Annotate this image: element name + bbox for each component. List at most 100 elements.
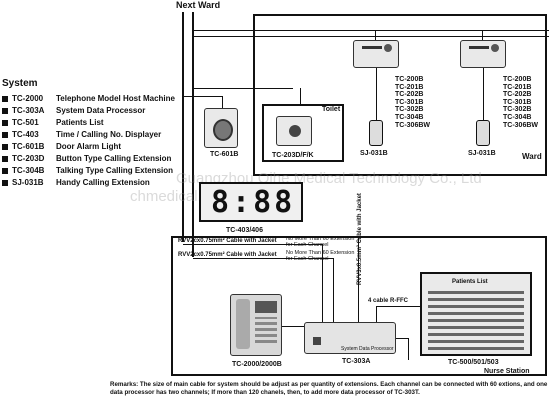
processor-panel-label: System Data Processor xyxy=(341,346,394,352)
ward-bus-3 xyxy=(193,88,293,89)
handset-icon xyxy=(236,299,250,349)
ward-label: Ward xyxy=(522,152,542,161)
trunk-line-left xyxy=(182,12,184,242)
power-plug xyxy=(408,338,409,360)
ward-bus-top xyxy=(193,30,549,31)
toilet-region xyxy=(262,104,344,162)
display-digits: 8:88 xyxy=(211,185,296,220)
host-phone xyxy=(230,294,282,356)
pull-button-unit xyxy=(276,116,312,146)
speaker-grille xyxy=(362,46,382,49)
toilet-label: Toilet xyxy=(322,106,341,113)
data-processor: System Data Processor xyxy=(304,322,396,354)
door-light-unit xyxy=(204,108,238,148)
legend-row: TC-304B Talking Type Calling Extension xyxy=(2,165,175,177)
note-1-label: No More Than 60 Extension for Each Chann… xyxy=(286,236,355,248)
bullet-square-icon xyxy=(2,131,8,138)
model-item: TC-302B xyxy=(395,106,424,114)
bedside-unit-left xyxy=(353,40,399,68)
cable-2-drop xyxy=(333,258,334,322)
model-item: TC-202B xyxy=(395,91,424,99)
ffc-cable xyxy=(376,306,420,307)
sj031b-right-label: SJ-031B xyxy=(468,150,496,157)
ward-region xyxy=(253,14,547,176)
toilet-drop xyxy=(300,88,301,104)
model-item: TC-202B xyxy=(503,91,532,99)
legend-code: TC-601B xyxy=(12,142,45,151)
note-2-label: No More Than 60 Extension for Each Chann… xyxy=(286,250,355,262)
model-item: TC-304B xyxy=(395,113,424,121)
model-item: TC-306BW xyxy=(395,121,431,129)
legend-desc: Handy Calling Extension xyxy=(56,178,150,187)
legend-desc: Patients List xyxy=(56,118,104,127)
model-item: TC-302B xyxy=(503,106,532,114)
bed-left-drop xyxy=(375,30,376,40)
display-model-label: TC-403/406 xyxy=(226,227,263,234)
bullet-square-icon xyxy=(2,179,8,186)
cable-1-drop xyxy=(322,244,323,322)
model-item: TC-301B xyxy=(395,98,424,106)
cable-2 xyxy=(193,258,333,259)
patients-list-title: Patients List xyxy=(452,279,488,285)
legend-code: TC-304B xyxy=(12,166,45,175)
call-button-icon xyxy=(491,44,499,52)
phone-screen xyxy=(255,301,277,313)
ffc-drop xyxy=(376,306,377,322)
light-drop xyxy=(222,96,223,108)
model-item: TC-200B xyxy=(395,76,424,83)
legend-desc: Time / Calling No. Displayer xyxy=(56,130,162,139)
model-item: TC-301B xyxy=(503,98,532,106)
trunk-line-right xyxy=(192,12,194,257)
cord-left xyxy=(376,68,377,120)
legend-code: TC-2000 xyxy=(12,94,44,103)
legend-code: TC-303A xyxy=(12,106,45,115)
power-wire xyxy=(396,338,408,339)
patients-model-label: TC-500/501/503 xyxy=(448,359,499,366)
ward-bus-2 xyxy=(193,36,549,37)
nurse-station-label: Nurse Station xyxy=(484,368,530,375)
bedside-unit-right xyxy=(460,40,506,68)
legend-desc: System Data Processor xyxy=(56,106,146,115)
sj031b-left-label: SJ-031B xyxy=(360,150,388,157)
call-button-icon xyxy=(384,44,392,52)
legend-row: SJ-031B Handy Calling Extension xyxy=(2,177,175,189)
legend-desc: Button Type Calling Extension xyxy=(56,154,172,163)
remarks-text: Remarks: The size of main cable for syst… xyxy=(110,381,548,396)
model-item: TC-201B xyxy=(395,83,424,91)
door-light-icon xyxy=(213,119,233,141)
keypad-icon xyxy=(255,317,277,343)
power-indicator-icon xyxy=(313,337,321,345)
legend-title: System xyxy=(2,78,38,89)
legend-code: TC-203D xyxy=(12,154,45,163)
pull-button-icon xyxy=(289,125,301,137)
light-drop-wire xyxy=(182,96,222,97)
host-label: TC-2000/2000B xyxy=(232,361,282,368)
cable-vertical xyxy=(358,236,359,322)
model-item: TC-304B xyxy=(503,113,532,121)
model-item: TC-200B xyxy=(503,76,532,83)
rvv-cable-2-label: RVV2cx0.75mm² Cable with Jacket xyxy=(178,252,277,258)
nurse-station-region xyxy=(171,236,547,376)
bullet-square-icon xyxy=(2,155,8,162)
legend-desc: Talking Type Calling Extension xyxy=(56,166,174,175)
bullet-square-icon xyxy=(2,119,8,126)
bed-right-drop xyxy=(482,30,483,40)
tc203-label: TC-203D/F/K xyxy=(272,152,314,159)
speaker-grille xyxy=(469,46,489,49)
rvv-vertical-label: RVV3x0.5mm² Cable with Jacket xyxy=(357,193,363,285)
legend-code: SJ-031B xyxy=(12,178,44,187)
watermark-line-2: chmedical.en xyxy=(130,188,219,205)
handset-right-icon xyxy=(476,120,490,146)
bullet-square-icon xyxy=(2,167,8,174)
model-item: TC-306BW xyxy=(503,121,539,129)
bullet-square-icon xyxy=(2,95,8,102)
host-processor-wire xyxy=(282,326,304,327)
processor-label: TC-303A xyxy=(342,358,371,365)
cable-1 xyxy=(183,244,323,245)
